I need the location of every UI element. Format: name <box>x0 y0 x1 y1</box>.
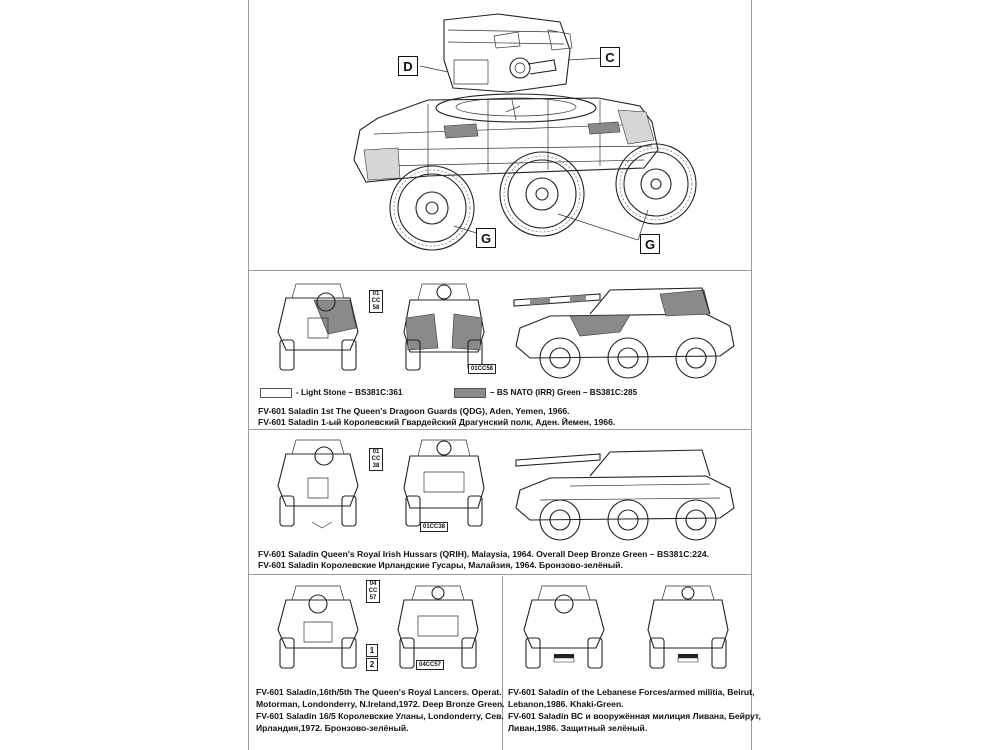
caption-lancers-3: FV-601 Saladin 16/5 Королевские Уланы, L… <box>256 711 504 721</box>
legend-light-stone: - Light Stone – BS381C:361 <box>296 388 403 397</box>
qdg-front-view <box>277 283 359 371</box>
marking-number-1: 1 <box>366 644 378 657</box>
lancers-rear-view <box>397 585 479 669</box>
callout-c: C <box>600 47 620 67</box>
swatch-light-stone <box>260 388 292 398</box>
caption-lancers-2: Motorman, Londonderry, N.Ireland,1972. D… <box>256 699 505 709</box>
callout-g-right: G <box>640 234 660 254</box>
lebanon-front-view <box>523 585 605 669</box>
qrih-registration-plate: 01CC38 <box>420 522 449 532</box>
qrih-front-view <box>277 439 359 529</box>
main-vehicle-drawing <box>353 13 697 251</box>
divider-1 <box>248 270 752 271</box>
lancers-registration-plate: 04CC57 <box>416 660 445 670</box>
divider-vertical-bottom <box>502 576 503 750</box>
caption-qrih-ru: FV-601 Saladin Королевские Ирландские Гу… <box>258 560 623 570</box>
qdg-registration-plate: 01CC58 <box>468 364 497 374</box>
qdg-rear-view <box>403 283 485 371</box>
qdg-side-view <box>513 287 735 379</box>
caption-qdg-ru: FV-601 Saladin 1-ый Королевский Гвардейс… <box>258 417 616 427</box>
caption-qdg-en: FV-601 Saladin 1st The Queen's Dragoon G… <box>258 406 570 416</box>
lancers-front-view <box>277 585 359 669</box>
caption-qrih-en: FV-601 Saladin Queen's Royal Irish Hussa… <box>258 549 710 559</box>
caption-lebanon-3: FV-601 Saladin ВС и вооружённая милиция … <box>508 711 761 721</box>
divider-3 <box>248 574 752 575</box>
frame-right-border <box>751 0 752 750</box>
lebanon-rear-view <box>647 585 729 669</box>
qrih-side-view <box>515 449 735 541</box>
caption-lancers-1: FV-601 Saladin,16th/5th The Queen's Roya… <box>256 687 502 697</box>
qrih-rear-view <box>403 439 485 527</box>
caption-lebanon-1: FV-601 Saladin of the Lebanese Forces/ar… <box>508 687 755 697</box>
divider-2 <box>248 429 752 430</box>
legend-nato-green: – BS NATO (IRR) Green – BS381C:285 <box>490 388 638 397</box>
swatch-nato-green <box>454 388 486 398</box>
frame-left-border <box>248 0 249 750</box>
callout-g-left: G <box>476 228 496 248</box>
caption-lebanon-4: Ливан,1986. Защитный зелёный. <box>508 723 648 733</box>
caption-lancers-4: Ирландия,1972. Бронзово-зелёный. <box>256 723 409 733</box>
caption-lebanon-2: Lebanon,1986. Khaki-Green. <box>508 699 624 709</box>
callout-d: D <box>398 56 418 76</box>
marking-number-2: 2 <box>366 658 378 671</box>
